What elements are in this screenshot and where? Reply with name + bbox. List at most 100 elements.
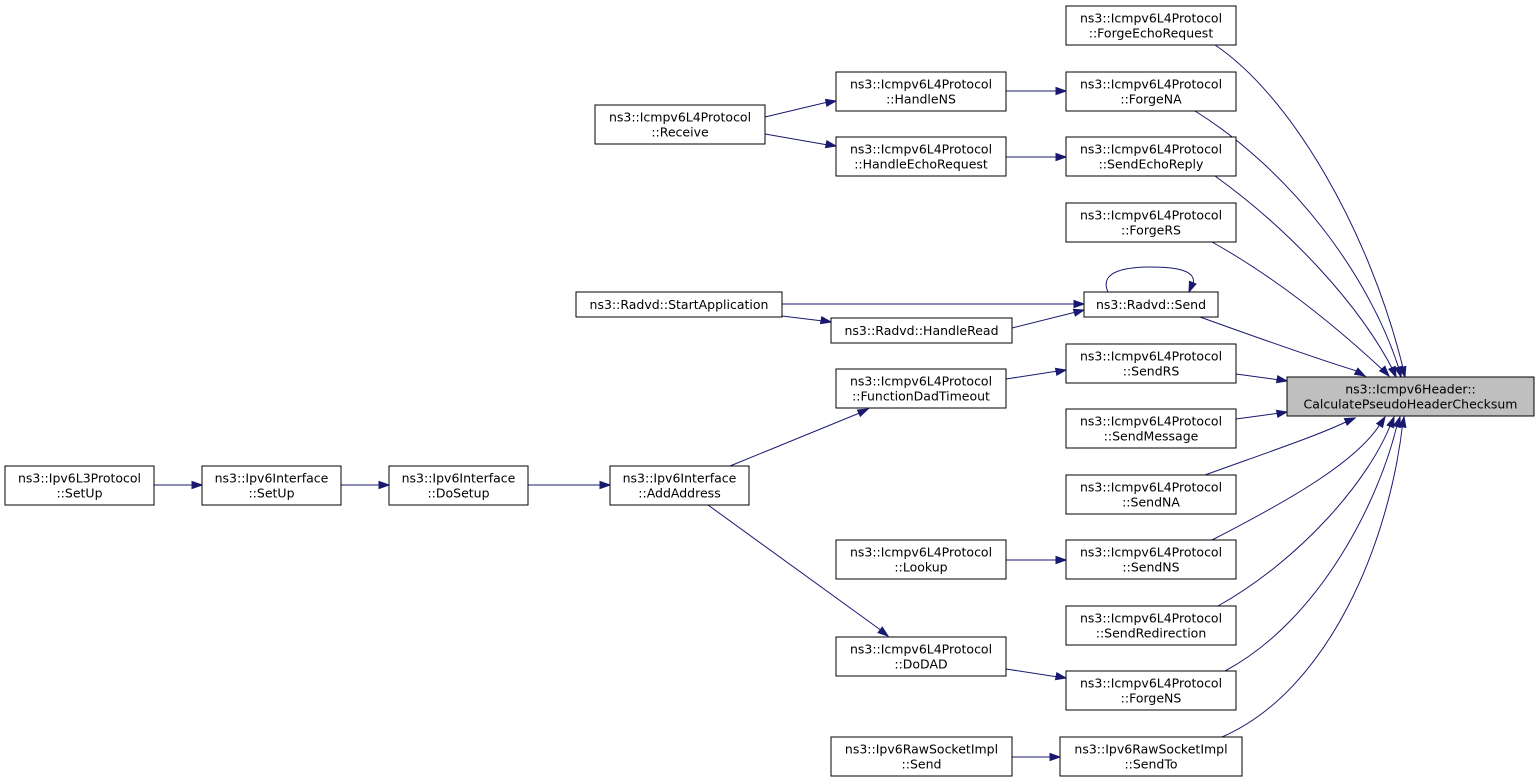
edges-layer bbox=[154, 44, 1407, 762]
node-l3SetUp[interactable]: ns3::Ipv6L3Protocol::SetUp bbox=[4, 465, 155, 506]
node-box bbox=[830, 736, 1013, 777]
node-box bbox=[1065, 343, 1237, 384]
edge-line bbox=[1224, 420, 1399, 672]
arrowhead bbox=[1049, 752, 1062, 762]
arrowhead bbox=[1055, 555, 1068, 565]
edge-line bbox=[1199, 316, 1361, 373]
edge-doSetup-to-addAddress bbox=[528, 480, 612, 490]
arrowhead bbox=[1378, 365, 1391, 378]
arrowhead bbox=[1055, 152, 1068, 162]
node-label-line-2: ::SendRS bbox=[1123, 364, 1180, 379]
node-label-line-2: ::ForgeNS bbox=[1121, 691, 1182, 706]
edge-line bbox=[764, 133, 829, 146]
edge-line bbox=[764, 101, 829, 118]
node-sendNS[interactable]: ns3::Icmpv6L4Protocol::SendNS bbox=[1065, 539, 1237, 580]
node-ifSetUp[interactable]: ns3::Ipv6Interface::SetUp bbox=[201, 465, 342, 506]
node-sendRS[interactable]: ns3::Icmpv6L4Protocol::SendRS bbox=[1065, 343, 1237, 384]
node-label-line-1: ns3::Icmpv6L4Protocol bbox=[1080, 349, 1222, 364]
node-label-line-1: ns3::Ipv6Interface bbox=[215, 471, 329, 486]
arrowhead bbox=[1054, 672, 1068, 681]
node-startApp[interactable]: ns3::Radvd::StartApplication bbox=[575, 291, 783, 318]
edge-line bbox=[1005, 668, 1059, 678]
arrowhead bbox=[877, 626, 890, 637]
node-label-line-2: ::SetUp bbox=[56, 486, 102, 501]
node-sendNA[interactable]: ns3::Icmpv6L4Protocol::SendNA bbox=[1065, 474, 1237, 515]
node-forgeRS[interactable]: ns3::Icmpv6L4Protocol::ForgeRS bbox=[1065, 202, 1237, 243]
arrowhead bbox=[378, 480, 391, 490]
node-box bbox=[1065, 408, 1237, 449]
node-label-line-1: ns3::Icmpv6Header:: bbox=[1345, 382, 1476, 397]
node-box bbox=[835, 368, 1007, 409]
node-label-line-1: ns3::Icmpv6L4Protocol bbox=[850, 374, 992, 389]
node-forgeNS[interactable]: ns3::Icmpv6L4Protocol::ForgeNS bbox=[1065, 670, 1237, 711]
edge-doDAD-to-forgeNS bbox=[1005, 668, 1068, 681]
edge-forgeRS-to-calc bbox=[1211, 241, 1391, 378]
arrowhead bbox=[191, 480, 204, 490]
edge-line bbox=[1217, 420, 1393, 607]
edge-rawSend-to-sendTo bbox=[1012, 752, 1062, 762]
node-label-line-1: ns3::Icmpv6L4Protocol bbox=[1080, 480, 1222, 495]
edge-sendTo-to-calc bbox=[1221, 415, 1407, 738]
node-sendEchoReply[interactable]: ns3::Icmpv6L4Protocol::SendEchoReply bbox=[1065, 136, 1237, 177]
node-addAddress[interactable]: ns3::Ipv6Interface::AddAddress bbox=[609, 465, 750, 506]
node-label-line-2: ::ForgeNA bbox=[1120, 92, 1182, 107]
node-box bbox=[1065, 474, 1237, 515]
node-handleEcho[interactable]: ns3::Icmpv6L4Protocol::HandleEchoRequest bbox=[835, 136, 1007, 177]
node-label-line-1: ns3::Ipv6L3Protocol bbox=[18, 471, 141, 486]
arrowhead bbox=[1275, 375, 1289, 384]
node-radvdSend[interactable]: ns3::Radvd::Send bbox=[1083, 291, 1219, 318]
edge-line bbox=[1011, 311, 1077, 329]
node-box bbox=[1083, 291, 1219, 318]
node-box bbox=[835, 539, 1007, 580]
node-box bbox=[1059, 736, 1243, 777]
node-box bbox=[835, 71, 1007, 112]
node-label-line-1: ns3::Ipv6Interface bbox=[402, 471, 516, 486]
node-label-line-1: ns3::Icmpv6L4Protocol bbox=[1080, 11, 1222, 26]
arrowhead bbox=[856, 408, 870, 418]
node-box bbox=[830, 317, 1013, 344]
edge-line bbox=[1211, 420, 1383, 541]
edge-line bbox=[1214, 44, 1405, 373]
node-label-line-1: ns3::Icmpv6L4Protocol bbox=[850, 142, 992, 157]
node-label-line-1: ns3::Icmpv6L4Protocol bbox=[1080, 545, 1222, 560]
edge-sendMessage-to-calc bbox=[1235, 409, 1289, 420]
node-label-line-2: ::DoDAD bbox=[894, 657, 947, 672]
node-sendTo[interactable]: ns3::Ipv6RawSocketImpl::SendTo bbox=[1059, 736, 1243, 777]
node-label-line-1: ns3::Radvd::StartApplication bbox=[590, 297, 769, 312]
node-box bbox=[1065, 202, 1237, 243]
edge-line bbox=[1235, 412, 1281, 420]
node-receive[interactable]: ns3::Icmpv6L4Protocol::Receive bbox=[594, 104, 766, 145]
edge-line bbox=[1214, 175, 1395, 373]
edge-line bbox=[1105, 266, 1194, 293]
node-forgeNA[interactable]: ns3::Icmpv6L4Protocol::ForgeNA bbox=[1065, 71, 1237, 112]
node-label-line-2: ::AddAddress bbox=[638, 486, 720, 501]
node-forgeEcho[interactable]: ns3::Icmpv6L4Protocol::ForgeEchoRequest bbox=[1065, 5, 1237, 46]
node-box bbox=[1065, 71, 1237, 112]
edge-dadTimeout-to-sendRS bbox=[1005, 367, 1068, 380]
node-label-line-2: ::SendNA bbox=[1122, 495, 1180, 510]
node-doSetup[interactable]: ns3::Ipv6Interface::DoSetup bbox=[388, 465, 529, 506]
node-doDAD[interactable]: ns3::Icmpv6L4Protocol::DoDAD bbox=[835, 636, 1007, 677]
node-label-line-2: ::Receive bbox=[651, 125, 709, 140]
node-lookup[interactable]: ns3::Icmpv6L4Protocol::Lookup bbox=[835, 539, 1007, 580]
node-sendMessage[interactable]: ns3::Icmpv6L4Protocol::SendMessage bbox=[1065, 408, 1237, 449]
edge-addAddress-to-dadTimeout bbox=[729, 408, 870, 467]
node-dadTimeout[interactable]: ns3::Icmpv6L4Protocol::FunctionDadTimeou… bbox=[835, 368, 1007, 409]
edge-handleNS-to-forgeNA bbox=[1006, 86, 1068, 96]
edge-line bbox=[781, 315, 824, 322]
node-box bbox=[1065, 670, 1237, 711]
edge-addAddress-to-doDAD bbox=[707, 504, 890, 637]
node-label-line-2: ::SetUp bbox=[248, 486, 294, 501]
node-label-line-1: ns3::Icmpv6L4Protocol bbox=[850, 642, 992, 657]
node-sendRedirection[interactable]: ns3::Icmpv6L4Protocol::SendRedirection bbox=[1065, 605, 1237, 646]
edge-handleEcho-to-sendEchoReply bbox=[1006, 152, 1068, 162]
node-label-line-1: ns3::Icmpv6L4Protocol bbox=[1080, 611, 1222, 626]
edge-line bbox=[729, 411, 863, 467]
node-rawSend[interactable]: ns3::Ipv6RawSocketImpl::Send bbox=[830, 736, 1013, 777]
node-handleNS[interactable]: ns3::Icmpv6L4Protocol::HandleNS bbox=[835, 71, 1007, 112]
node-handleRead[interactable]: ns3::Radvd::HandleRead bbox=[830, 317, 1013, 344]
arrowhead bbox=[599, 480, 612, 490]
node-label-line-2: ::SendMessage bbox=[1104, 429, 1199, 444]
arrowhead bbox=[1054, 367, 1068, 376]
